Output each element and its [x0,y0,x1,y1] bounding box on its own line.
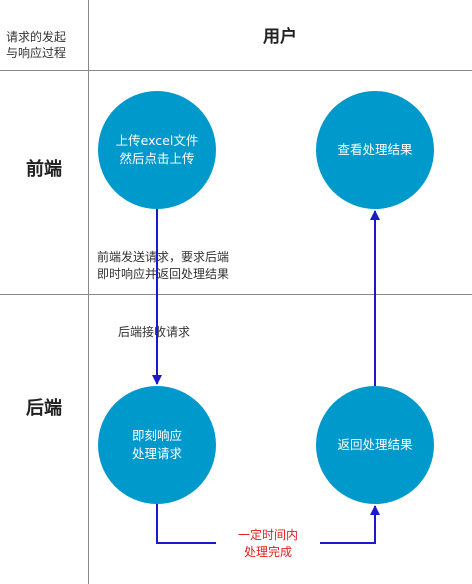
row-label-backend: 后端 [26,398,62,419]
row-label-frontend: 前端 [26,159,62,180]
node-return-result: 返回处理结果 [316,386,434,504]
node-view-result: 查看处理结果 [316,91,434,209]
node-respond-request: 即刻响应 处理请求 [98,386,216,504]
edge-label-processing-done: 一定时间内 处理完成 [216,527,320,561]
edge-label-backend-receive: 后端接收请求 [118,325,191,339]
edge-label-frontend-request: 前端发送请求，要求后端 即时响应并返回处理结果 [97,250,230,281]
column-header-user: 用户 [263,27,297,47]
node-upload-file: 上传excel文件 然后点击上传 [98,91,216,209]
corner-label: 请求的发起 与响应过程 [6,30,67,60]
grid-header-divider [0,70,472,71]
grid-vertical-divider [88,0,89,584]
grid-row-divider [0,294,472,295]
